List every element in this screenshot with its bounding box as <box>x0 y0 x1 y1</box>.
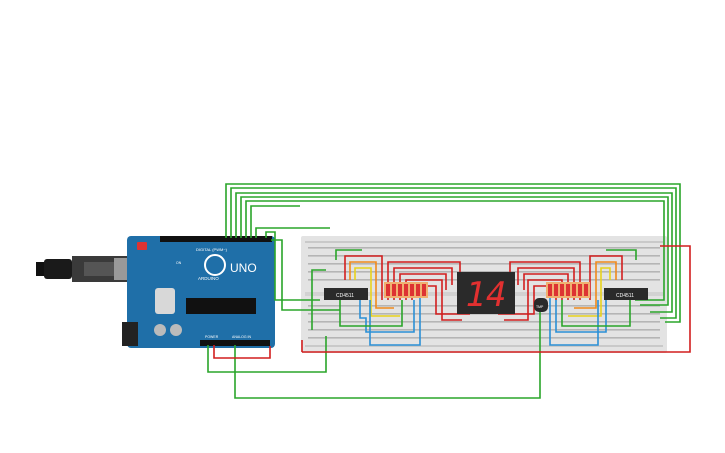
model-label: UNO <box>230 261 257 275</box>
resistor-array-right[interactable] <box>546 282 590 298</box>
usb-cable[interactable] <box>36 256 132 282</box>
power-label: POWER <box>205 335 219 339</box>
wires-top-green[interactable] <box>225 183 681 323</box>
brand-label: ARDUINO <box>198 276 219 281</box>
sensor-label: TMP <box>536 305 544 309</box>
microcontroller-chip <box>186 298 256 314</box>
driver-left-label: CD4511 <box>336 293 354 299</box>
display-digits: 14 <box>466 275 507 315</box>
driver-right-label: CD4511 <box>616 293 634 299</box>
driver-chip-left[interactable]: CD4511 <box>324 288 368 300</box>
arduino-board[interactable]: UNO ARDUINO DIGITAL (PWM~) POWER ANALOG … <box>122 236 275 348</box>
digital-label: DIGITAL (PWM~) <box>196 247 228 252</box>
seven-segment-display[interactable]: 14 <box>457 272 515 315</box>
resistor-array-left[interactable] <box>384 282 428 298</box>
analog-header <box>200 340 270 346</box>
temperature-sensor[interactable]: TMP <box>534 298 548 312</box>
power-jack <box>122 322 138 346</box>
wires-left-driver <box>311 249 421 346</box>
analog-label: ANALOG IN <box>232 335 252 339</box>
wires-right-driver <box>549 249 637 346</box>
digital-header <box>160 236 272 242</box>
wires-bottom[interactable] <box>207 245 691 399</box>
driver-chip-right[interactable]: CD4511 <box>604 288 648 300</box>
on-label: ON <box>176 261 182 265</box>
